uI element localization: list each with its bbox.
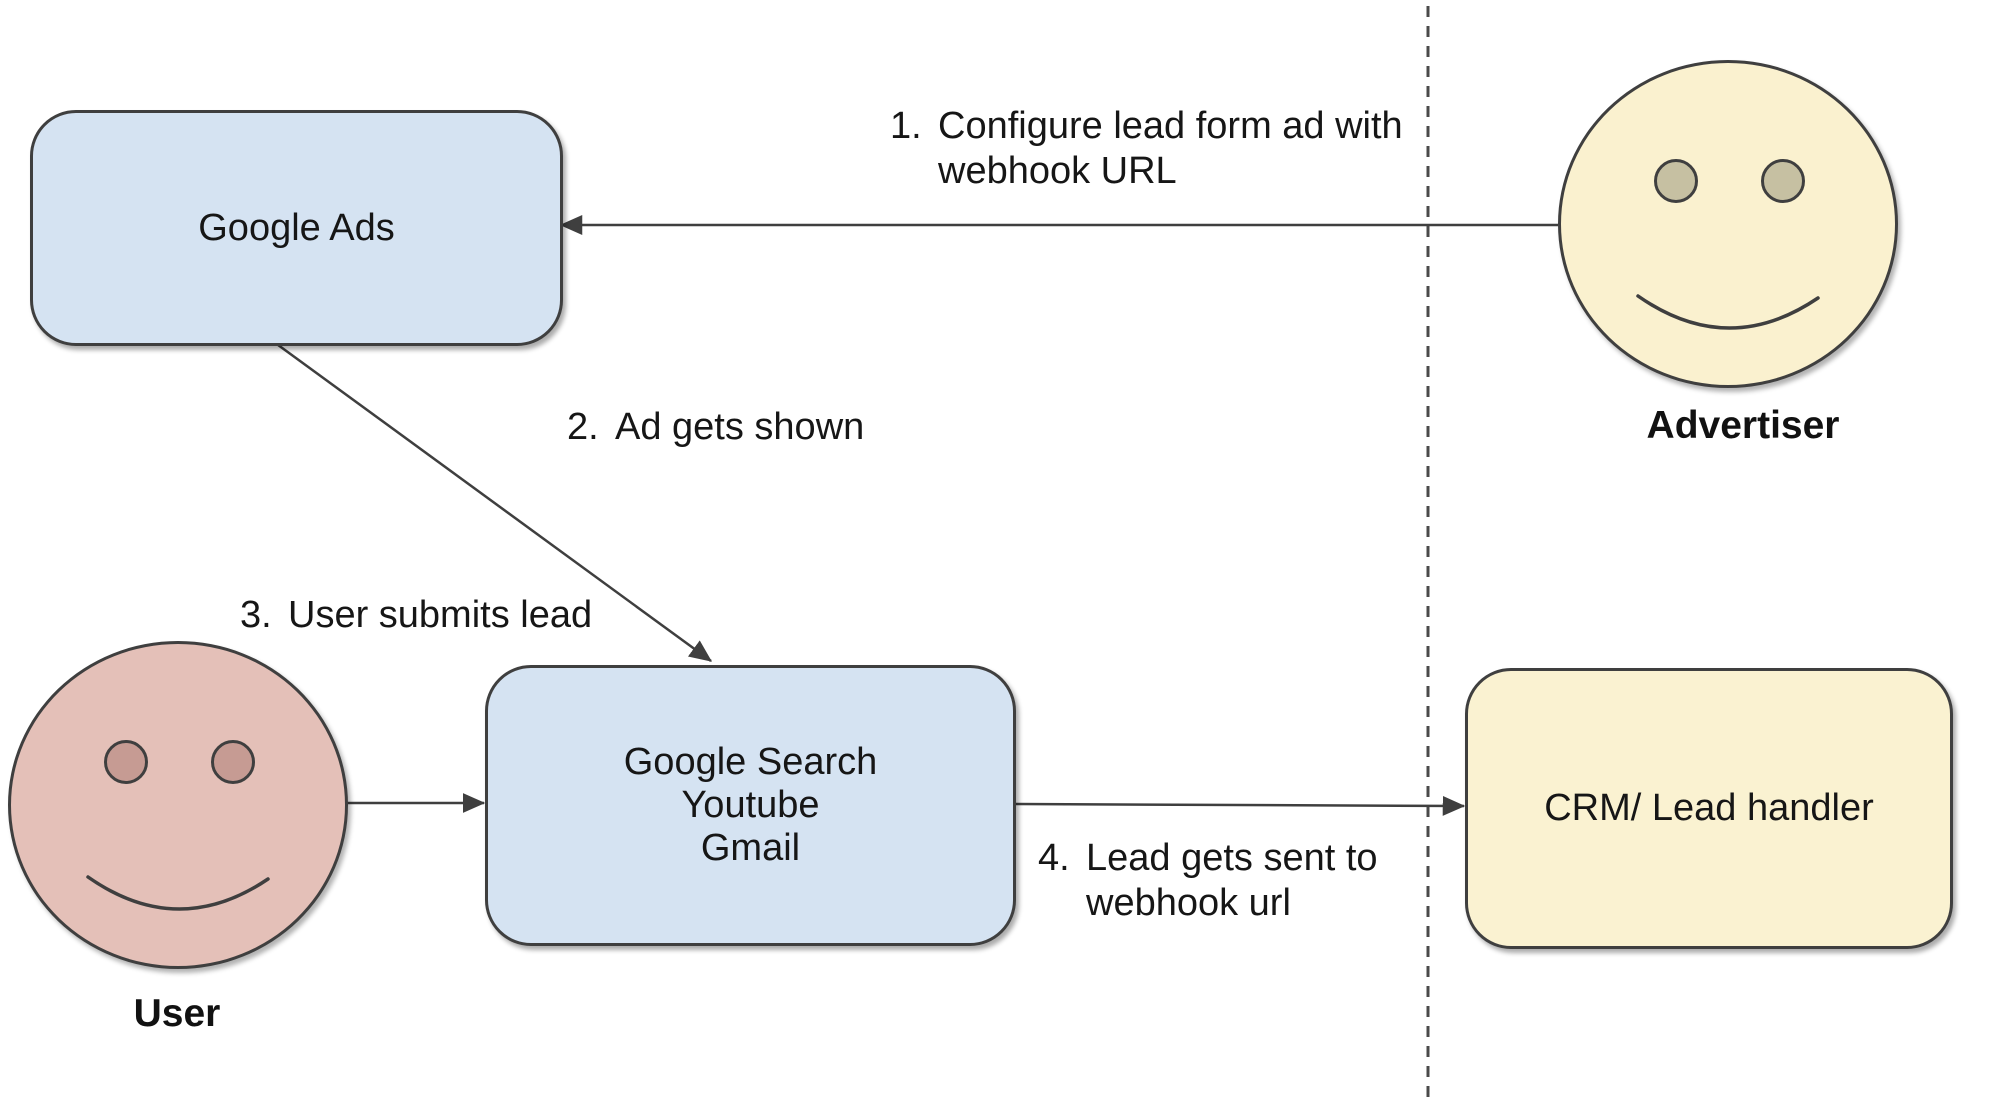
advertiser-smile-icon [1636,294,1820,330]
step-3-number: 3. [240,594,272,636]
step-4-annotation: 4. Lead gets sent to webhook url [1038,836,1378,926]
step-4-number: 4. [1038,837,1070,879]
arrow-2-googleads-to-platforms [273,340,713,663]
user-left-eye-icon [104,740,148,784]
step-2-number: 2. [567,406,599,448]
platforms-label: Google Search Youtube Gmail [623,741,878,869]
step-1-number: 1. [890,105,922,147]
user-right-eye-icon [211,740,255,784]
arrow-4-platforms-to-crm [1009,795,1466,816]
user-caption: User [133,992,221,1035]
platforms-node: Google Search Youtube Gmail [485,665,1016,946]
step-2-text: Ad gets shown [615,406,865,448]
step-3-text: User submits lead [288,594,593,636]
advertiser-face-icon [1558,60,1898,388]
step-1-text: Configure lead form ad with webhook URL [938,105,1403,192]
advertiser-right-eye-icon [1761,159,1805,203]
user-face-icon [8,641,348,969]
step-4-text: Lead gets sent to webhook url [1086,837,1378,924]
google-ads-node: Google Ads [30,110,563,346]
advertiser-caption: Advertiser [1646,404,1840,447]
google-ads-label: Google Ads [198,206,395,249]
crm-label: CRM/ Lead handler [1544,787,1874,829]
step-3-annotation: 3. User submits lead [240,593,592,638]
user-smile-icon [86,875,270,911]
step-1-annotation: 1. Configure lead form ad with webhook U… [890,104,1403,194]
advertiser-left-eye-icon [1654,159,1698,203]
crm-lead-handler-node: CRM/ Lead handler [1465,668,1953,949]
step-2-annotation: 2. Ad gets shown [567,405,864,450]
